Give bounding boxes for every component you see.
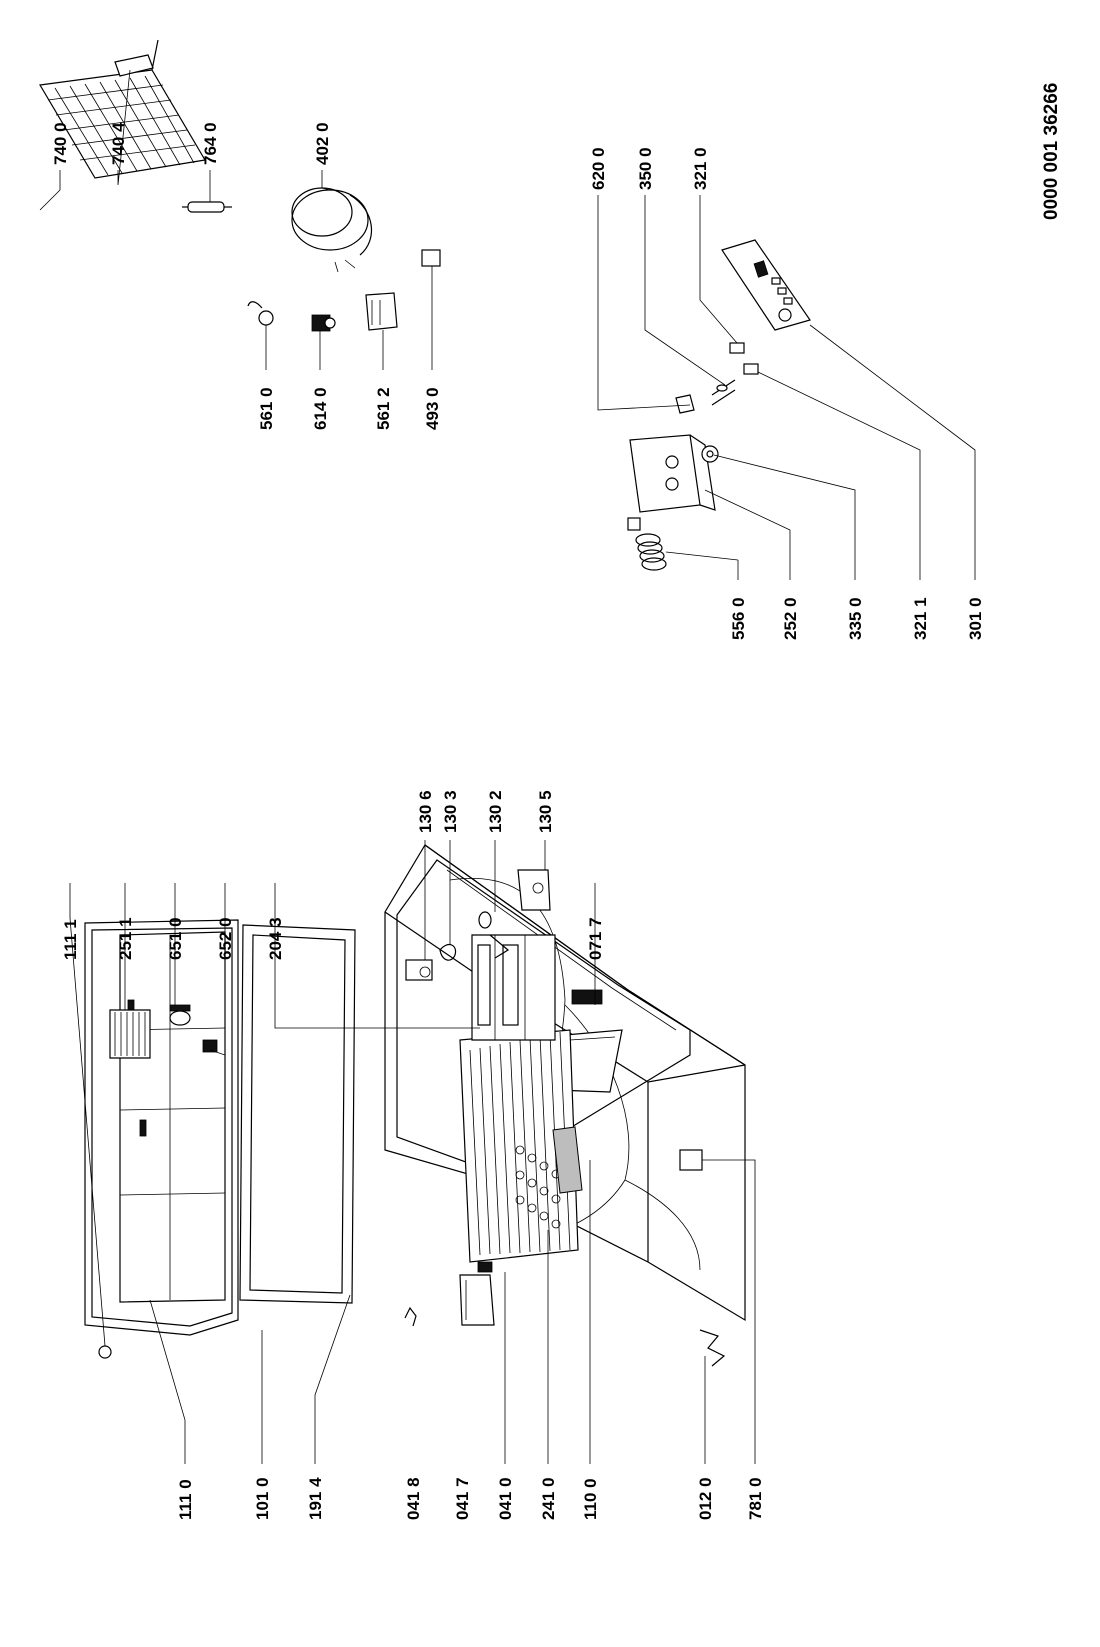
label-041-8: 041 8 bbox=[404, 1477, 423, 1520]
label-301-0: 301 0 bbox=[966, 597, 985, 640]
lock-part-1306 bbox=[405, 959, 433, 981]
bracket-0418 bbox=[404, 1306, 417, 1327]
label-652-0: 652 0 bbox=[216, 917, 235, 960]
lens-3211 bbox=[743, 363, 759, 375]
hinge-pin-1111 bbox=[98, 1345, 112, 1359]
label-321-1: 321 1 bbox=[911, 597, 930, 640]
lamps-3500 bbox=[711, 379, 736, 406]
thermostat-box-2520 bbox=[629, 434, 716, 513]
document-code: 0000 001 36266 bbox=[1041, 83, 1062, 220]
label-251-1: 251 1 bbox=[116, 917, 135, 960]
label-620-0: 620 0 bbox=[589, 147, 608, 190]
spring-clip-0120 bbox=[699, 1329, 726, 1367]
label-252-0: 252 0 bbox=[781, 597, 800, 640]
drier-7640 bbox=[182, 201, 232, 213]
label-764-0: 764 0 bbox=[201, 122, 220, 165]
label-556-0: 556 0 bbox=[729, 597, 748, 640]
label-041-0: 041 0 bbox=[496, 1477, 515, 1520]
hinge-0410 bbox=[477, 1261, 493, 1273]
label-335-0: 335 0 bbox=[846, 597, 865, 640]
lens-3210 bbox=[729, 342, 745, 354]
label-130-3: 130 3 bbox=[441, 790, 460, 833]
label-561-0: 561 0 bbox=[257, 387, 276, 430]
lamp-6510 bbox=[169, 1004, 191, 1026]
clip-4930 bbox=[421, 249, 441, 267]
compressor-4020 bbox=[291, 187, 373, 273]
control-panel-3010 bbox=[721, 239, 811, 331]
basket-rail bbox=[471, 934, 556, 1041]
label-402-0: 402 0 bbox=[313, 122, 332, 165]
label-204-3: 204 3 bbox=[266, 917, 285, 960]
cover-5612 bbox=[365, 292, 398, 331]
label-130-5: 130 5 bbox=[536, 790, 555, 833]
label-493-0: 493 0 bbox=[423, 387, 442, 430]
leader-lines bbox=[39, 69, 976, 1464]
label-561-2: 561 2 bbox=[374, 387, 393, 430]
label-111-0: 111 0 bbox=[176, 1479, 195, 1520]
label-321-0: 321 0 bbox=[691, 147, 710, 190]
relay-5610 bbox=[247, 301, 274, 326]
wire-basket bbox=[459, 1029, 583, 1263]
label-071-7: 071 7 bbox=[586, 917, 605, 960]
label-101-0: 101 0 bbox=[253, 1477, 272, 1520]
label-111-1: 111 1 bbox=[61, 919, 80, 960]
overload-6140 bbox=[311, 314, 336, 332]
label-651-0: 651 0 bbox=[166, 917, 185, 960]
condenser-coil bbox=[39, 39, 206, 179]
lid-gasket-frame bbox=[239, 924, 356, 1304]
switch-6200 bbox=[675, 394, 695, 414]
lock-part-1303 bbox=[439, 943, 457, 961]
label-130-6: 130 6 bbox=[416, 790, 435, 833]
label-041-7: 041 7 bbox=[453, 1477, 472, 1520]
freezer-lid bbox=[84, 919, 239, 1336]
label-350-0: 350 0 bbox=[636, 147, 655, 190]
lock-part-1302 bbox=[478, 911, 510, 959]
label-614-0: 614 0 bbox=[311, 387, 330, 430]
label-110-0: 110 0 bbox=[581, 1478, 600, 1520]
label-130-2: 130 2 bbox=[486, 790, 505, 833]
part-labels: 111 0 101 0 191 4 041 8 041 7 041 0 241 … bbox=[51, 83, 1062, 1520]
label-241-0: 241 0 bbox=[539, 1477, 558, 1520]
label-740-0: 740 0 bbox=[51, 122, 70, 165]
bracket-7404 bbox=[114, 54, 154, 77]
label-781-0: 781 0 bbox=[746, 1477, 765, 1520]
lock-part-1305 bbox=[517, 869, 551, 911]
capillary-5560 bbox=[627, 517, 667, 571]
label-012-0: 012 0 bbox=[696, 1477, 715, 1520]
foot-7810 bbox=[679, 1149, 703, 1171]
handle-2511 bbox=[109, 1009, 151, 1059]
drain-plug-0717 bbox=[571, 989, 603, 1005]
label-191-4: 191 4 bbox=[306, 1477, 325, 1520]
label-740-4: 740 4 bbox=[109, 122, 128, 165]
hinge-0417 bbox=[459, 1274, 495, 1326]
knob-3350 bbox=[701, 445, 719, 463]
